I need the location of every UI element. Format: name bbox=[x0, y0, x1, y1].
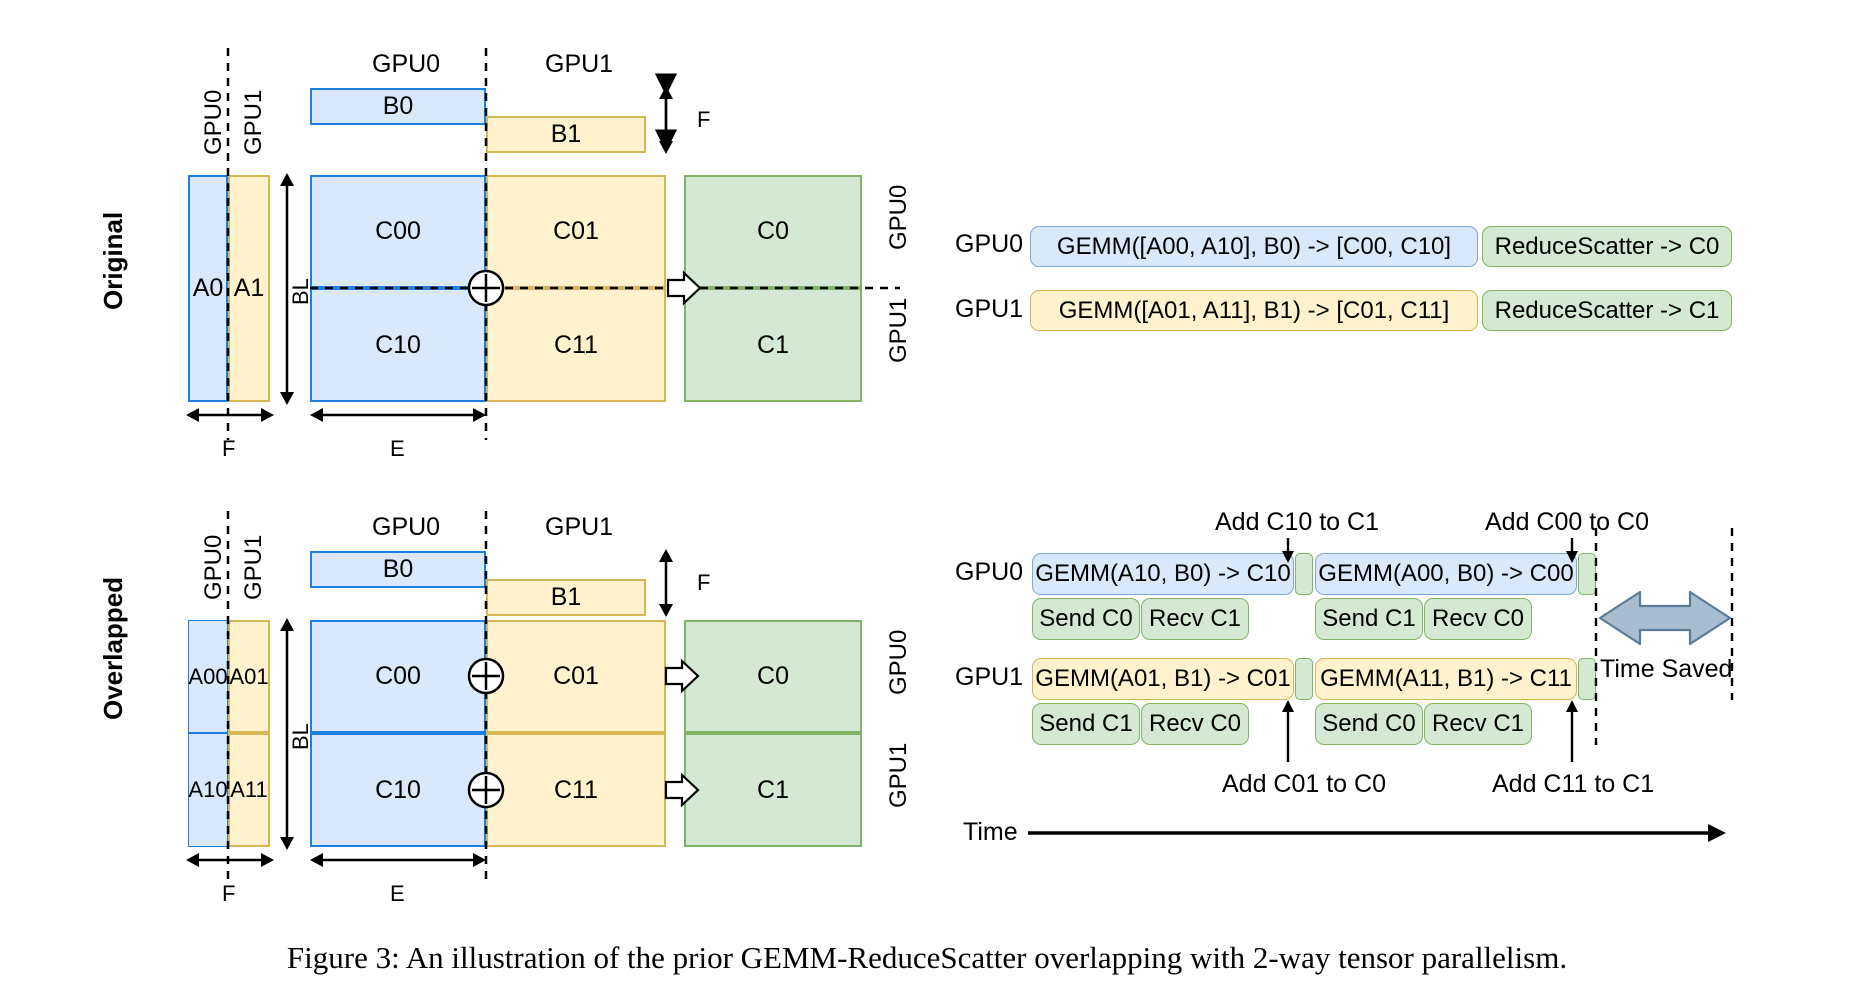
ovl-bar-send-c0-gpu0[interactable]: Send C0 bbox=[1032, 598, 1140, 640]
ovl-a-header-gpu0: GPU0 bbox=[200, 534, 227, 600]
ovl-out-header-gpu1: GPU1 bbox=[885, 742, 912, 808]
orig-timeline-row-label-gpu0: GPU0 bbox=[955, 230, 1024, 258]
figure-caption: Figure 3: An illustration of the prior G… bbox=[286, 940, 1568, 975]
ovl-annotation-add-c11-to-c1: Add C11 to C1 bbox=[1492, 770, 1655, 798]
orig-block-c10: C10 bbox=[310, 288, 486, 402]
orig-timeline-bar-gemm-gpu0[interactable]: GEMM([A00, A10], B0) -> [C00, C10] bbox=[1030, 226, 1478, 267]
ovl-bar-send-c1-gpu0[interactable]: Send C1 bbox=[1315, 598, 1423, 640]
ovl-block-a01: A01 bbox=[228, 620, 270, 733]
ovl-block-a00: A00 bbox=[188, 620, 228, 733]
ovl-bar-add-c10-to-c1[interactable] bbox=[1295, 553, 1313, 595]
orig-block-c01: C01 bbox=[486, 175, 666, 288]
orig-timeline-bar-reducescatter-gpu0[interactable]: ReduceScatter -> C0 bbox=[1482, 226, 1732, 267]
orig-block-a0: A0 bbox=[188, 175, 228, 402]
orig-b-header-gpu0: GPU0 bbox=[372, 50, 441, 78]
ovl-block-b1: B1 bbox=[486, 579, 646, 616]
ovl-annotation-add-c01-to-c0: Add C01 to C0 bbox=[1222, 770, 1386, 798]
orig-out-header-gpu1: GPU1 bbox=[885, 297, 912, 363]
ovl-block-a10: A10 bbox=[188, 733, 228, 847]
ovl-time-axis-label: Time bbox=[963, 818, 1018, 846]
orig-block-c11: C11 bbox=[486, 288, 666, 402]
orig-dim-label-bl: BL bbox=[288, 278, 313, 305]
ovl-time-saved-label: Time Saved bbox=[1600, 655, 1733, 683]
ovl-bar-send-c1-gpu1[interactable]: Send C1 bbox=[1032, 703, 1140, 745]
ovl-block-c10: C10 bbox=[310, 733, 486, 847]
ovl-block-a11: A11 bbox=[228, 733, 270, 847]
ovl-block-c11: C11 bbox=[486, 733, 666, 847]
ovl-bar-add-c01-to-c0[interactable] bbox=[1295, 658, 1313, 700]
ovl-timeline-row-label-gpu1: GPU1 bbox=[955, 663, 1024, 691]
orig-block-c0: C0 bbox=[684, 175, 862, 288]
orig-b-header-gpu1: GPU1 bbox=[545, 50, 614, 78]
ovl-dim-label-f-horizontal: F bbox=[222, 881, 236, 906]
ovl-bar-recv-c1-gpu0[interactable]: Recv C1 bbox=[1141, 598, 1249, 640]
orig-block-b0: B0 bbox=[310, 88, 486, 125]
ovl-dim-label-e: E bbox=[390, 881, 405, 906]
orig-block-b1: B1 bbox=[486, 116, 646, 153]
ovl-bar-recv-c0-gpu0[interactable]: Recv C0 bbox=[1424, 598, 1532, 640]
ovl-bar-gemm-a00-b0[interactable]: GEMM(A00, B0) -> C00 bbox=[1315, 553, 1577, 595]
orig-block-a1: A1 bbox=[228, 175, 270, 402]
ovl-block-c01: C01 bbox=[486, 620, 666, 733]
orig-block-c00: C00 bbox=[310, 175, 486, 288]
orig-a-header-gpu1: GPU1 bbox=[240, 89, 267, 155]
ovl-annotation-add-c00-to-c0: Add C00 to C0 bbox=[1485, 508, 1649, 536]
orig-timeline-bar-gemm-gpu1[interactable]: GEMM([A01, A11], B1) -> [C01, C11] bbox=[1030, 290, 1478, 331]
ovl-block-c0: C0 bbox=[684, 620, 862, 733]
orig-dim-label-f-vertical: F bbox=[697, 107, 711, 132]
ovl-block-b0: B0 bbox=[310, 551, 486, 588]
orig-timeline-row-label-gpu1: GPU1 bbox=[955, 295, 1024, 323]
orig-timeline-bar-reducescatter-gpu1[interactable]: ReduceScatter -> C1 bbox=[1482, 290, 1732, 331]
ovl-bar-recv-c1-gpu1[interactable]: Recv C1 bbox=[1424, 703, 1532, 745]
ovl-annotation-add-c10-to-c1: Add C10 to C1 bbox=[1215, 508, 1379, 536]
ovl-timeline-row-label-gpu0: GPU0 bbox=[955, 558, 1024, 586]
ovl-bar-gemm-a10-b0[interactable]: GEMM(A10, B0) -> C10 bbox=[1032, 553, 1294, 595]
ovl-out-header-gpu0: GPU0 bbox=[885, 629, 912, 695]
ovl-block-c00: C00 bbox=[310, 620, 486, 733]
ovl-a-header-gpu1: GPU1 bbox=[240, 534, 267, 600]
orig-block-c1: C1 bbox=[684, 288, 862, 402]
section-title-overlapped: Overlapped bbox=[98, 576, 128, 720]
orig-dim-label-f-horizontal: F bbox=[222, 436, 236, 461]
ovl-bar-gemm-a01-b1[interactable]: GEMM(A01, B1) -> C01 bbox=[1032, 658, 1294, 700]
ovl-dim-label-bl: BL bbox=[288, 723, 313, 750]
ovl-block-c1: C1 bbox=[684, 733, 862, 847]
ovl-dim-label-f-vertical: F bbox=[697, 570, 711, 595]
ovl-bar-add-c00-to-c0[interactable] bbox=[1578, 553, 1596, 595]
orig-dim-label-e: E bbox=[390, 436, 405, 461]
ovl-b-header-gpu1: GPU1 bbox=[545, 513, 614, 541]
ovl-bar-send-c0-gpu1[interactable]: Send C0 bbox=[1315, 703, 1423, 745]
orig-a-header-gpu0: GPU0 bbox=[200, 89, 227, 155]
ovl-bar-gemm-a11-b1[interactable]: GEMM(A11, B1) -> C11 bbox=[1315, 658, 1577, 700]
ovl-b-header-gpu0: GPU0 bbox=[372, 513, 441, 541]
ovl-bar-add-c11-to-c1[interactable] bbox=[1578, 658, 1596, 700]
ovl-bar-recv-c0-gpu1[interactable]: Recv C0 bbox=[1141, 703, 1249, 745]
section-title-original: Original bbox=[98, 211, 128, 310]
orig-out-header-gpu0: GPU0 bbox=[885, 184, 912, 250]
